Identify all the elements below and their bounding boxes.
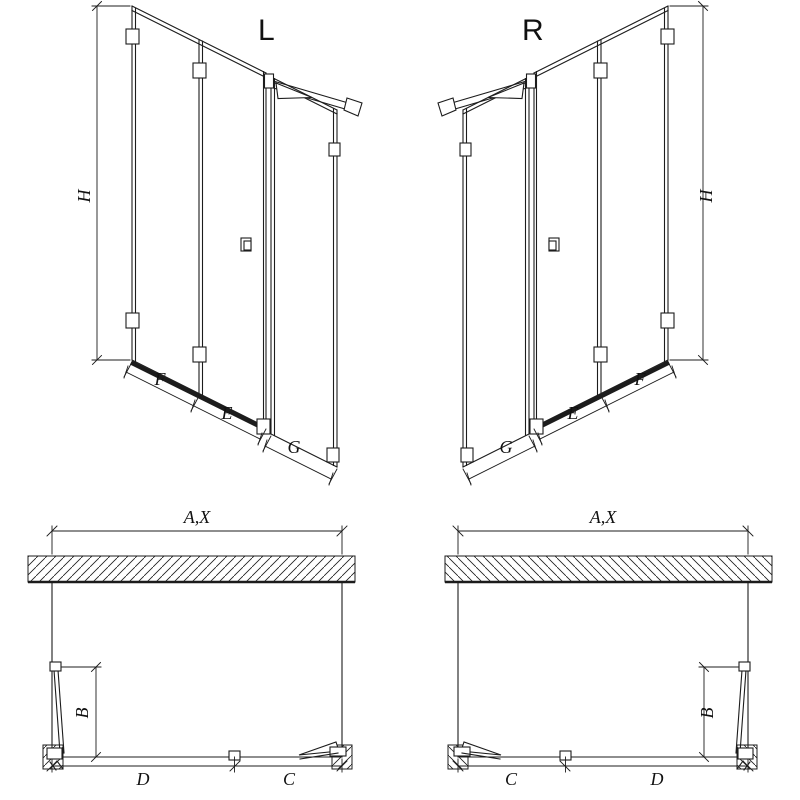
iso-view-left: L H F E G (74, 2, 362, 486)
plan-view-right: A,X B C D (443, 507, 774, 789)
dim-label-h-left: H (74, 189, 94, 204)
dim-label-e-right: E (567, 403, 579, 423)
dim-label-f-left: F (154, 369, 167, 389)
dim-label-b-right: B (697, 708, 717, 719)
dim-label-h-right: H (696, 189, 716, 204)
dim-label-f-right: F (634, 369, 647, 389)
dim-label-g-right: G (500, 437, 513, 457)
dim-label-d-left: D (136, 769, 150, 789)
dim-label-b-left: B (72, 708, 92, 719)
plan-view-left: A,X B D C (26, 507, 357, 789)
variant-label-right: R (522, 14, 544, 47)
dim-label-ax-right: A,X (589, 507, 617, 527)
dim-label-c-right: C (505, 769, 518, 789)
dim-label-g-left: G (288, 437, 301, 457)
dim-label-c-left: C (283, 769, 296, 789)
dim-label-e-left: E (221, 403, 233, 423)
dim-label-d-right: D (650, 769, 664, 789)
variant-label-left: L (258, 14, 275, 47)
iso-view-right: R H E F G (438, 2, 716, 486)
dim-label-ax-left: A,X (183, 507, 211, 527)
